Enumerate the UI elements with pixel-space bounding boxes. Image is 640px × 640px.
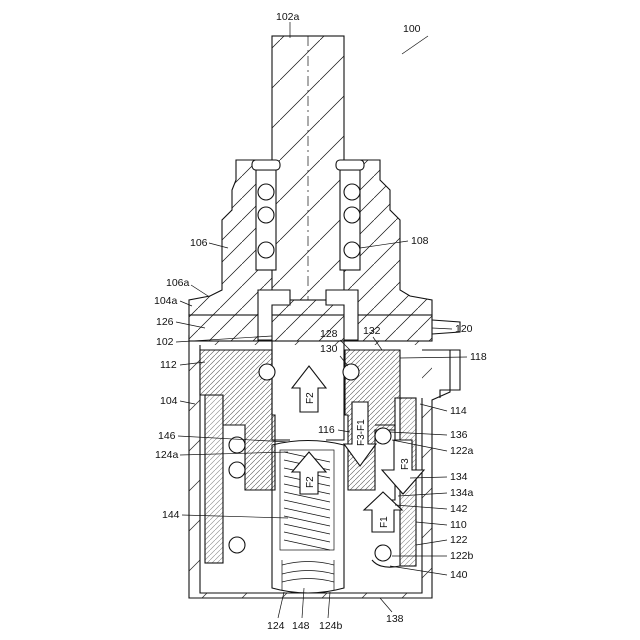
label-128: 128	[320, 328, 338, 340]
label-104a: 104a	[154, 295, 178, 307]
label-114: 114	[450, 405, 467, 417]
label-106a: 106a	[166, 277, 190, 289]
bearing-ball	[258, 184, 274, 200]
label-118: 118	[470, 351, 487, 363]
label-122b: 122b	[450, 550, 474, 562]
label-134a: 134a	[450, 487, 474, 499]
label-116: 116	[318, 424, 335, 436]
label-126: 126	[156, 316, 174, 328]
svg-text:F2: F2	[305, 476, 316, 488]
label-148: 148	[292, 620, 310, 632]
bearing-ball	[258, 242, 274, 258]
sleeve-ball	[229, 462, 245, 478]
label-124a: 124a	[155, 449, 179, 461]
figure-ref-label: 100	[403, 23, 421, 35]
sleeve-ball	[375, 545, 391, 561]
label-138: 138	[386, 613, 404, 625]
label-102: 102	[156, 336, 174, 348]
bearing-ball	[344, 207, 360, 223]
figure-ref-leader	[402, 36, 428, 54]
label-122: 122	[450, 534, 468, 546]
label-134: 134	[450, 471, 468, 483]
label-122a: 122a	[450, 445, 474, 457]
label-136: 136	[450, 429, 468, 441]
bearing-cap-right	[336, 160, 364, 170]
label-124: 124	[267, 620, 285, 632]
label-124b: 124b	[319, 620, 343, 632]
svg-text:F3: F3	[400, 458, 411, 470]
label-140: 140	[450, 569, 468, 581]
label-112: 112	[160, 359, 177, 371]
label-110: 110	[450, 519, 467, 531]
sleeve-ball	[229, 537, 245, 553]
label-106: 106	[190, 237, 208, 249]
detent-ball-right	[343, 364, 359, 380]
label-130: 130	[320, 343, 338, 355]
bearing-ball	[344, 242, 360, 258]
bearing-ball	[344, 184, 360, 200]
label-144: 144	[162, 509, 180, 521]
label-108: 108	[411, 235, 429, 247]
bearing-ball	[258, 207, 274, 223]
svg-text:F2: F2	[305, 392, 316, 404]
label-146: 146	[158, 430, 176, 442]
bearing-cap-left	[252, 160, 280, 170]
svg-text:F1: F1	[379, 516, 390, 528]
detent-ball-left	[259, 364, 275, 380]
svg-text:F3-F1: F3-F1	[356, 419, 367, 446]
label-132: 132	[363, 325, 381, 337]
label-104: 104	[160, 395, 178, 407]
label-102a: 102a	[276, 11, 300, 23]
label-142: 142	[450, 503, 468, 515]
label-120: 120	[455, 323, 473, 335]
sleeve-ball	[375, 428, 391, 444]
